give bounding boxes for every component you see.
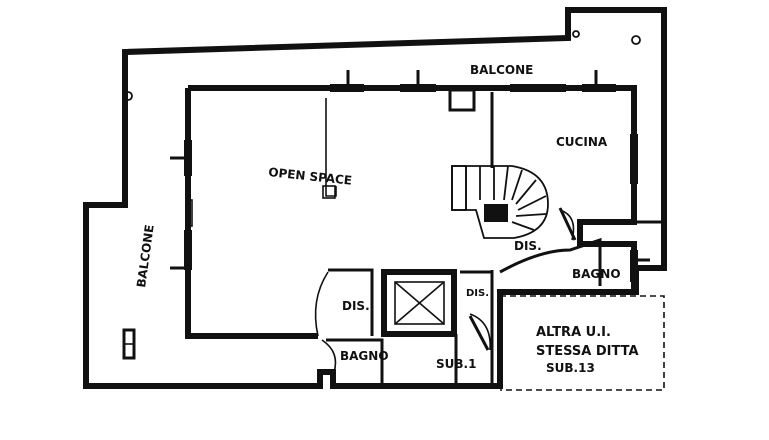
adjacent-unit-outline (500, 295, 665, 391)
note-line-2: STESSA DITTA (536, 344, 639, 359)
bathroom-curved-wall (499, 237, 602, 286)
label-dis-right: DIS. (514, 239, 542, 253)
label-dis-mid: DIS. (466, 288, 489, 299)
circle-icon (631, 35, 641, 45)
lift-inner (394, 281, 445, 325)
dis-left-arc (314, 271, 329, 337)
wall-notch (448, 88, 476, 112)
column-base (322, 185, 336, 199)
circle-icon (123, 91, 133, 101)
note-line-1: ALTRA U.I. (536, 325, 611, 340)
label-sub1: SUB.1 (436, 357, 476, 371)
window (184, 140, 192, 176)
label-bagno-left: BAGNO (340, 349, 389, 363)
label-cucina: CUCINA (556, 135, 608, 149)
note-line-3: SUB.13 (546, 361, 595, 375)
spiral-staircase (451, 165, 549, 239)
sub1-door (468, 315, 490, 351)
window (184, 230, 192, 270)
window (510, 84, 566, 92)
label-open-space: OPEN SPACE (268, 165, 353, 188)
sub1-arc (469, 313, 491, 351)
label-balcone-top: BALCONE (470, 63, 533, 77)
window (400, 84, 436, 92)
label-bagno-right: BAGNO (572, 267, 621, 281)
window (582, 84, 616, 92)
window (330, 84, 364, 92)
open-space-column (325, 98, 337, 197)
door-leaf-right (558, 207, 577, 241)
window (630, 134, 638, 184)
lift-cross-2 (394, 281, 445, 325)
dis-left-wall (328, 268, 374, 336)
bagno-left-arc (321, 339, 337, 373)
window (630, 250, 638, 282)
label-balcone-left: BALCONE (134, 224, 157, 289)
label-dis-left: DIS. (342, 299, 370, 313)
circle-icon (572, 30, 580, 38)
window-frame (185, 199, 193, 227)
balcony-outer-wall (83, 7, 667, 389)
bagno-left-wall (326, 338, 384, 386)
interior-outer-wall (188, 85, 637, 292)
interior-left-wall (185, 88, 318, 339)
lift-shaft (381, 269, 457, 337)
